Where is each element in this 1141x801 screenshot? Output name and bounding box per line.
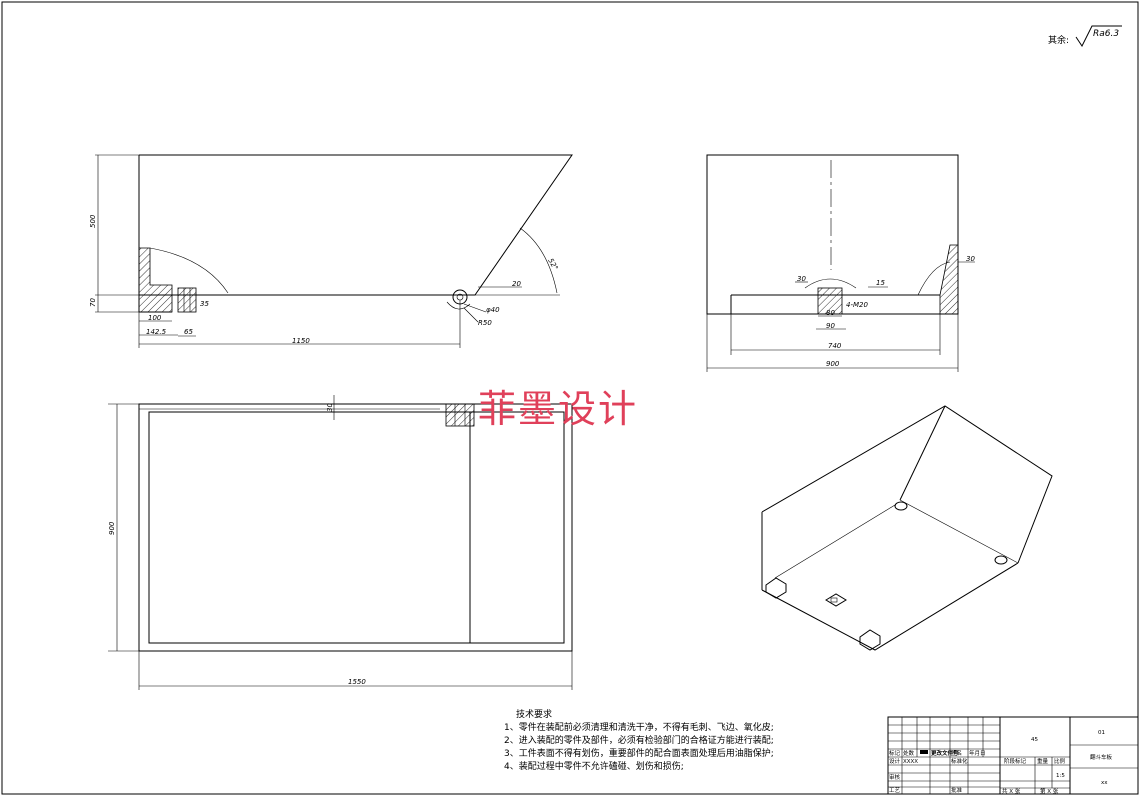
dim-70: 70 bbox=[89, 298, 97, 307]
dim-100: 100 bbox=[148, 314, 162, 322]
side-dim-30b: 30 bbox=[966, 255, 975, 263]
side-dim-4-m20: 4-M20 bbox=[846, 301, 868, 309]
top-dim-1550: 1550 bbox=[348, 678, 366, 686]
tb-scale: 1:5 bbox=[1056, 773, 1065, 779]
tb-count: 处数 bbox=[903, 749, 915, 757]
tb-drawing-no: 01 bbox=[1098, 730, 1105, 736]
dim-500: 500 bbox=[89, 214, 97, 228]
dim-142-5: 142.5 bbox=[146, 328, 167, 336]
tb-company: xx bbox=[1101, 780, 1108, 786]
top-dim-30: 30 bbox=[326, 403, 334, 412]
side-dim-900: 900 bbox=[826, 360, 840, 368]
tb-sheet-no: 第 X 张 bbox=[1040, 787, 1059, 795]
tb-part-name: 翻斗车板 bbox=[1090, 753, 1113, 761]
top-dim-900: 900 bbox=[108, 521, 116, 535]
tech-req-item-2: 2、进入装配的零件及部件，必须有检验部门的合格证方能进行装配; bbox=[504, 734, 774, 746]
dim-angle-52: 52° bbox=[546, 257, 559, 272]
side-view: 30 15 80 90 4-M20 30 740 900 bbox=[706, 154, 975, 372]
tb-weight: 重量 bbox=[1037, 757, 1049, 765]
side-dim-740: 740 bbox=[828, 342, 842, 350]
side-dim-30a: 30 bbox=[797, 275, 806, 283]
tb-mark: 标记 bbox=[889, 749, 901, 757]
dim-35: 35 bbox=[200, 300, 209, 308]
front-view: 500 70 100 142.5 65 35 1150 20 52° φ40 R… bbox=[89, 154, 573, 348]
dim-65: 65 bbox=[184, 328, 193, 336]
tb-stage-mark: 阶段标记 bbox=[1004, 757, 1027, 765]
tb-sign: 签名 bbox=[951, 749, 962, 757]
tb-std: 标准化 bbox=[951, 757, 968, 765]
dim-phi40: φ40 bbox=[486, 306, 500, 314]
dim-20: 20 bbox=[512, 280, 521, 288]
roughness-value: Ra6.3 bbox=[1093, 29, 1119, 39]
dim-1150: 1150 bbox=[292, 337, 310, 345]
side-dim-15: 15 bbox=[876, 279, 885, 287]
tb-date: 年月日 bbox=[969, 749, 986, 757]
tech-requirements: 技术要求 1、零件在装配前必须清理和清洗干净，不得有毛刺、飞边、氧化皮; 2、进… bbox=[504, 708, 774, 772]
top-view: 30 900 1550 bbox=[108, 395, 573, 690]
tb-ratio: 比例 bbox=[1054, 757, 1066, 765]
tb-sheets-total: 共 X 张 bbox=[1002, 787, 1021, 795]
tb-check: 审核 bbox=[889, 773, 901, 781]
tb-material: 45 bbox=[1031, 737, 1038, 743]
tb-design: 设计 bbox=[889, 757, 901, 765]
watermark-text: 菲墨设计 bbox=[478, 387, 638, 431]
roughness-label: 其余: bbox=[1048, 34, 1069, 46]
tech-req-title: 技术要求 bbox=[516, 708, 552, 720]
isometric-view bbox=[761, 405, 1053, 651]
tb-doc-no: 更改文件号 bbox=[931, 749, 959, 757]
side-dim-80: 80 bbox=[826, 309, 835, 317]
tech-req-item-1: 1、零件在装配前必须清理和清洗干净，不得有毛刺、飞边、氧化皮; bbox=[504, 721, 774, 733]
tech-req-item-4: 4、装配过程中零件不允许磕碰、划伤和损伤; bbox=[504, 760, 684, 772]
tb-approve: 批准 bbox=[951, 786, 963, 794]
tech-req-item-3: 3、工件表面不得有划伤，重要部件的配合面表面处理后用油脂保护; bbox=[504, 747, 774, 759]
roughness-symbol: 其余: Ra6.3 bbox=[1048, 25, 1122, 47]
title-block: 标记 处数 更改文件号 签名 年月日 设计 XXXX 标准化 审核 工艺 批准 … bbox=[887, 716, 1139, 795]
tb-design-id: XXXX bbox=[903, 759, 918, 765]
dim-r50: R50 bbox=[478, 319, 492, 327]
side-dim-90: 90 bbox=[826, 322, 835, 330]
tb-process: 工艺 bbox=[889, 787, 901, 794]
